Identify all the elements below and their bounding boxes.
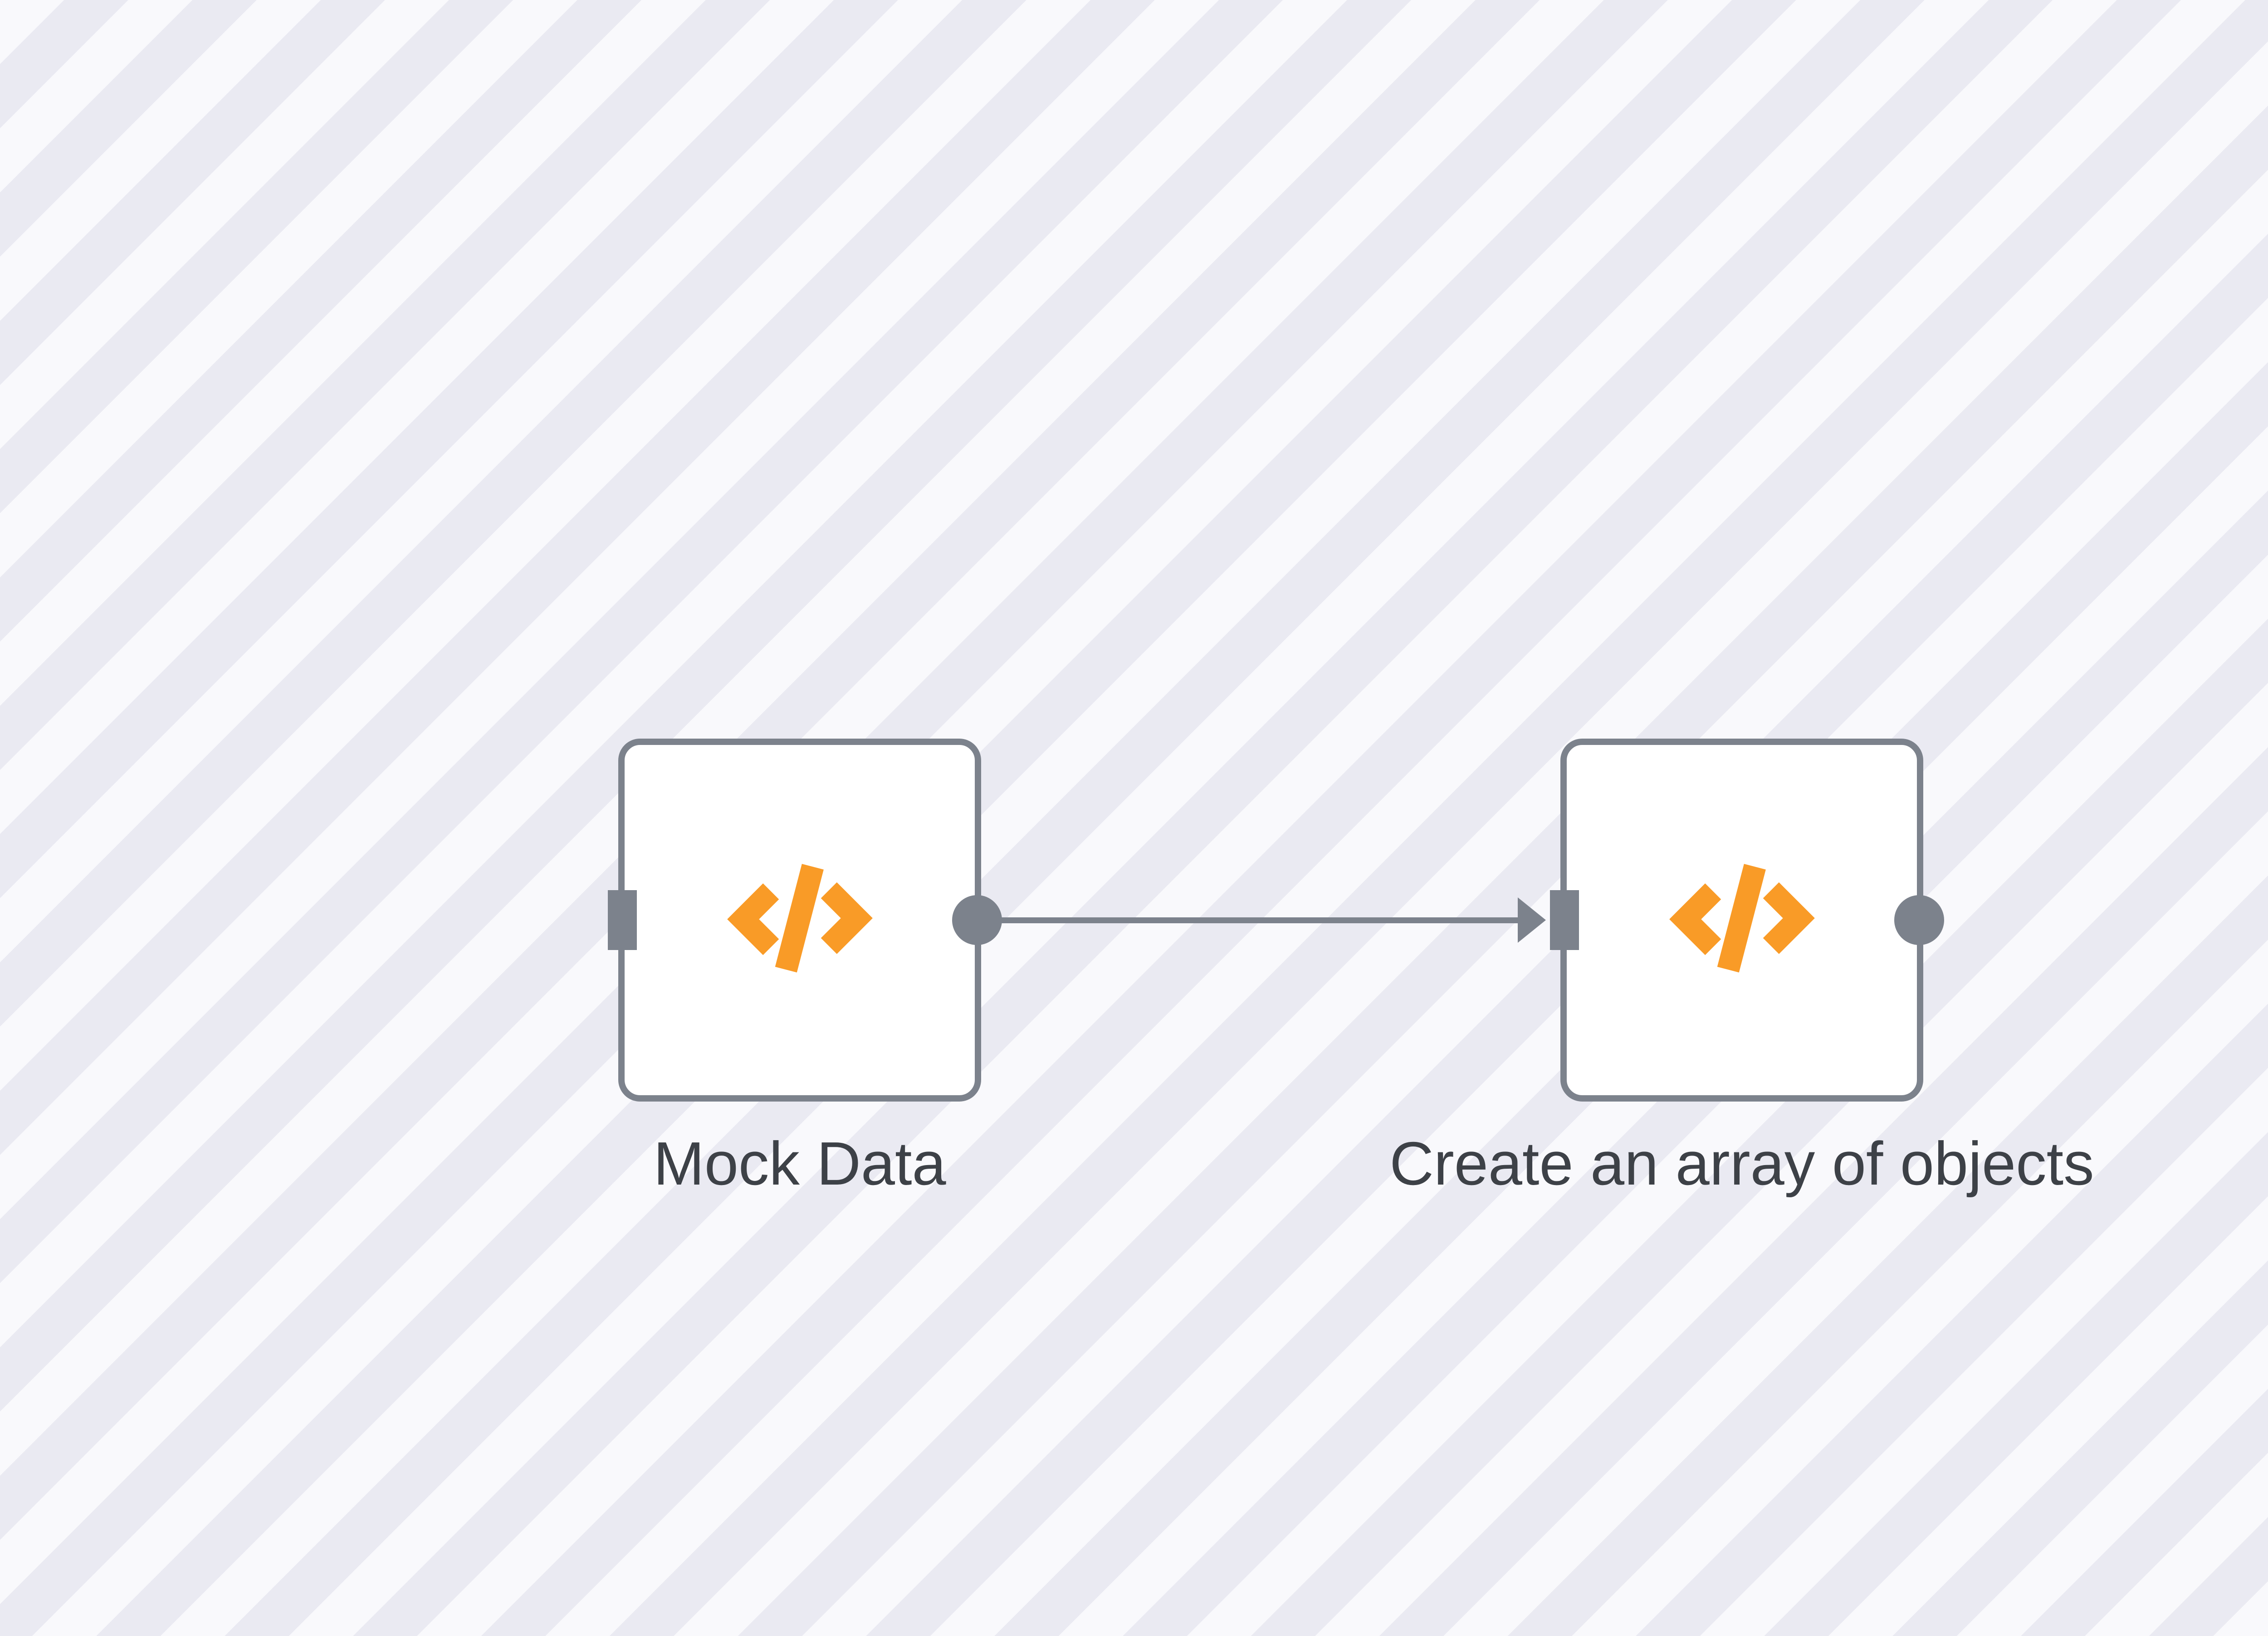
- code-icon: [722, 858, 878, 983]
- code-icon: [1664, 858, 1820, 983]
- node-create-array-of-objects[interactable]: Create an array of objects: [1389, 739, 2094, 1194]
- node-label: Create an array of objects: [1389, 1129, 2094, 1198]
- connection-arrowhead-icon: [1518, 897, 1546, 943]
- node-label: Mock Data: [653, 1129, 946, 1198]
- output-port[interactable]: [1894, 895, 1944, 945]
- output-port[interactable]: [952, 895, 1002, 945]
- connection-wire[interactable]: [983, 917, 1521, 923]
- node-mock-data[interactable]: Mock Data: [608, 739, 1002, 1194]
- input-port[interactable]: [608, 890, 637, 950]
- input-port[interactable]: [1550, 890, 1579, 950]
